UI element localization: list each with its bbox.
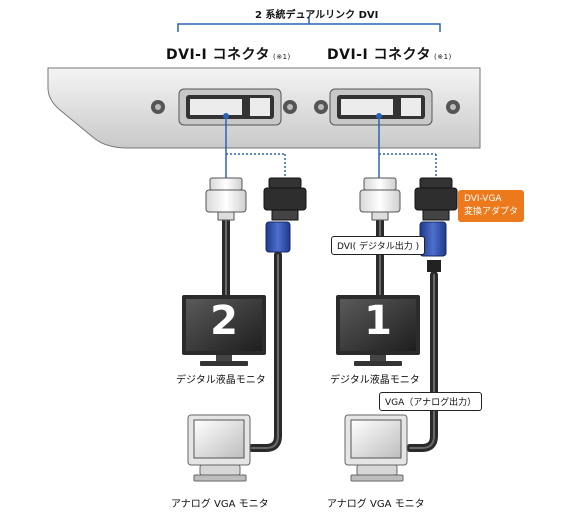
adapter-label-line1: DVI-VGA <box>464 194 502 204</box>
connector-label-right: DVI-I コネクタ(※1) <box>327 44 452 64</box>
vga-output-label: VGA（アナログ出力） <box>379 392 483 411</box>
connector-label-left-text: DVI-I コネクタ <box>166 47 270 63</box>
card-io-bracket <box>47 67 481 149</box>
adapter-label: DVI-VGA 変換アダプタ <box>458 190 525 222</box>
analog-monitor-right <box>344 414 408 482</box>
digital-monitor-left-caption: デジタル液晶モニタ <box>176 375 266 386</box>
dual-link-bracket-line <box>177 17 441 32</box>
digital-monitor-right <box>336 295 420 366</box>
analog-monitor-left-caption: アナログ VGA モニタ <box>171 499 269 510</box>
analog-monitor-right-caption: アナログ VGA モニタ <box>327 499 425 510</box>
connector-note-left: (※1) <box>273 53 291 61</box>
monitor-number-2: 2 <box>210 298 238 344</box>
cables <box>222 211 438 452</box>
connector-note-right: (※1) <box>434 53 452 61</box>
digital-monitor-left <box>182 295 266 366</box>
dvi-vga-adapter-left <box>263 177 307 253</box>
digital-monitor-right-caption: デジタル液晶モニタ <box>330 375 420 386</box>
analog-monitor-left <box>187 414 251 482</box>
connector-label-left: DVI-I コネクタ(※1) <box>166 44 291 64</box>
adapter-label-line2: 変換アダプタ <box>464 207 519 217</box>
dvi-vga-adapter-right <box>414 177 458 272</box>
connector-link-lines <box>223 113 437 178</box>
diagram-title: 2 系統デュアルリンク DVI <box>255 10 379 21</box>
dvi-output-label: DVI( デジタル出力 ) <box>331 236 426 255</box>
dvi-plug-right <box>359 177 401 221</box>
monitor-number-1: 1 <box>364 298 392 344</box>
connector-label-right-text: DVI-I コネクタ <box>327 47 431 63</box>
dvi-plug-left <box>205 177 247 221</box>
